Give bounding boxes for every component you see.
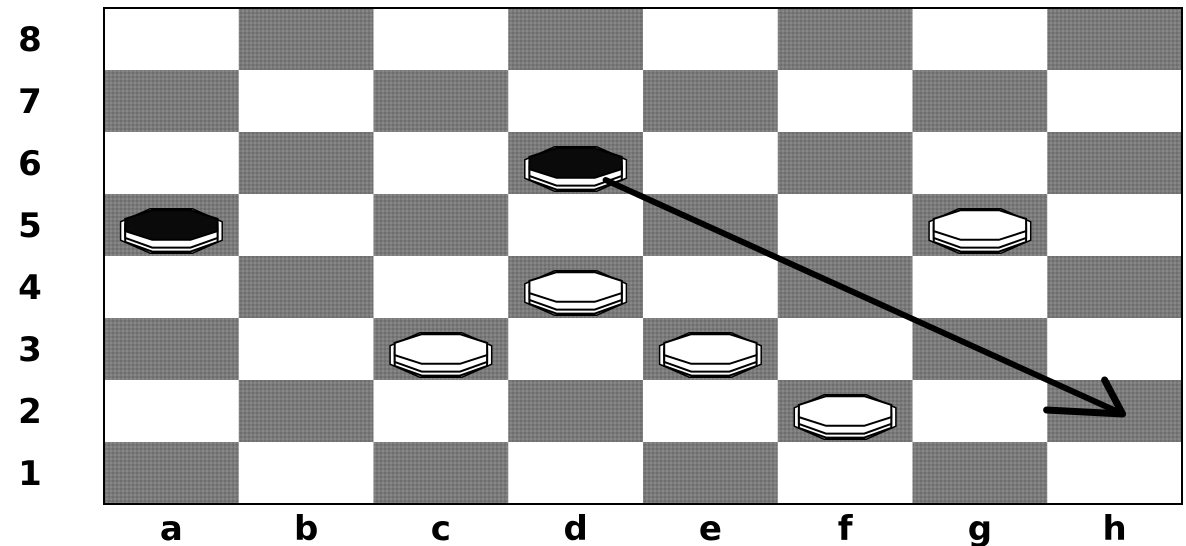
square-d3[interactable]: [508, 318, 643, 381]
square-b6[interactable]: [239, 132, 374, 195]
square-g1[interactable]: [913, 442, 1048, 505]
square-b5[interactable]: [239, 194, 374, 257]
white-piece-d4[interactable]: [525, 271, 627, 315]
rank-label-5: 5: [18, 206, 42, 246]
square-d8[interactable]: [508, 8, 643, 71]
white-piece-g5[interactable]: [929, 209, 1031, 253]
square-g7[interactable]: [913, 70, 1048, 133]
file-label-e: e: [699, 509, 722, 546]
square-d5[interactable]: [508, 194, 643, 257]
white-piece-e3[interactable]: [660, 333, 762, 377]
rank-label-7: 7: [18, 82, 42, 122]
square-a1[interactable]: [104, 442, 239, 505]
square-b7[interactable]: [239, 70, 374, 133]
file-label-d: d: [563, 509, 587, 546]
square-f5[interactable]: [778, 194, 913, 257]
square-a3[interactable]: [104, 318, 239, 381]
square-a2[interactable]: [104, 380, 239, 443]
square-f6[interactable]: [778, 132, 913, 195]
square-e6[interactable]: [643, 132, 778, 195]
file-label-b: b: [294, 509, 318, 546]
square-e2[interactable]: [643, 380, 778, 443]
file-label-f: f: [838, 509, 854, 546]
square-c1[interactable]: [374, 442, 509, 505]
rank-label-3: 3: [18, 330, 42, 370]
white-piece-f2[interactable]: [794, 395, 896, 439]
square-f1[interactable]: [778, 442, 913, 505]
rank-label-2: 2: [18, 392, 42, 432]
file-label-c: c: [431, 509, 451, 546]
rank-label-1: 1: [18, 454, 42, 494]
square-f7[interactable]: [778, 70, 913, 133]
square-a4[interactable]: [104, 256, 239, 319]
rank-label-8: 8: [18, 20, 42, 60]
square-g2[interactable]: [913, 380, 1048, 443]
square-g8[interactable]: [913, 8, 1048, 71]
square-c6[interactable]: [374, 132, 509, 195]
square-e1[interactable]: [643, 442, 778, 505]
square-d1[interactable]: [508, 442, 643, 505]
square-e4[interactable]: [643, 256, 778, 319]
square-b4[interactable]: [239, 256, 374, 319]
rank-label-6: 6: [18, 144, 42, 184]
rank-label-4: 4: [18, 268, 42, 308]
board-squares: [104, 8, 1183, 505]
square-c8[interactable]: [374, 8, 509, 71]
square-b2[interactable]: [239, 380, 374, 443]
square-b1[interactable]: [239, 442, 374, 505]
square-e7[interactable]: [643, 70, 778, 133]
square-h8[interactable]: [1047, 8, 1182, 71]
square-h7[interactable]: [1047, 70, 1182, 133]
square-b3[interactable]: [239, 318, 374, 381]
file-label-h: h: [1103, 509, 1127, 546]
file-label-a: a: [160, 509, 183, 546]
square-c5[interactable]: [374, 194, 509, 257]
square-h1[interactable]: [1047, 442, 1182, 505]
square-h6[interactable]: [1047, 132, 1182, 195]
square-a8[interactable]: [104, 8, 239, 71]
rank-labels: 8 7 6 5 4 3 2 1: [18, 20, 42, 494]
square-e8[interactable]: [643, 8, 778, 71]
white-piece-c3[interactable]: [390, 333, 492, 377]
file-labels: a b c d e f g h: [160, 509, 1127, 546]
square-c2[interactable]: [374, 380, 509, 443]
square-h3[interactable]: [1047, 318, 1182, 381]
square-d7[interactable]: [508, 70, 643, 133]
square-f8[interactable]: [778, 8, 913, 71]
file-label-g: g: [968, 509, 992, 546]
square-d2[interactable]: [508, 380, 643, 443]
square-a7[interactable]: [104, 70, 239, 133]
square-h5[interactable]: [1047, 194, 1182, 257]
square-f3[interactable]: [778, 318, 913, 381]
square-c7[interactable]: [374, 70, 509, 133]
black-piece-a5[interactable]: [121, 209, 223, 253]
square-c4[interactable]: [374, 256, 509, 319]
square-h4[interactable]: [1047, 256, 1182, 319]
square-a6[interactable]: [104, 132, 239, 195]
square-b8[interactable]: [239, 8, 374, 71]
square-g4[interactable]: [913, 256, 1048, 319]
square-g6[interactable]: [913, 132, 1048, 195]
